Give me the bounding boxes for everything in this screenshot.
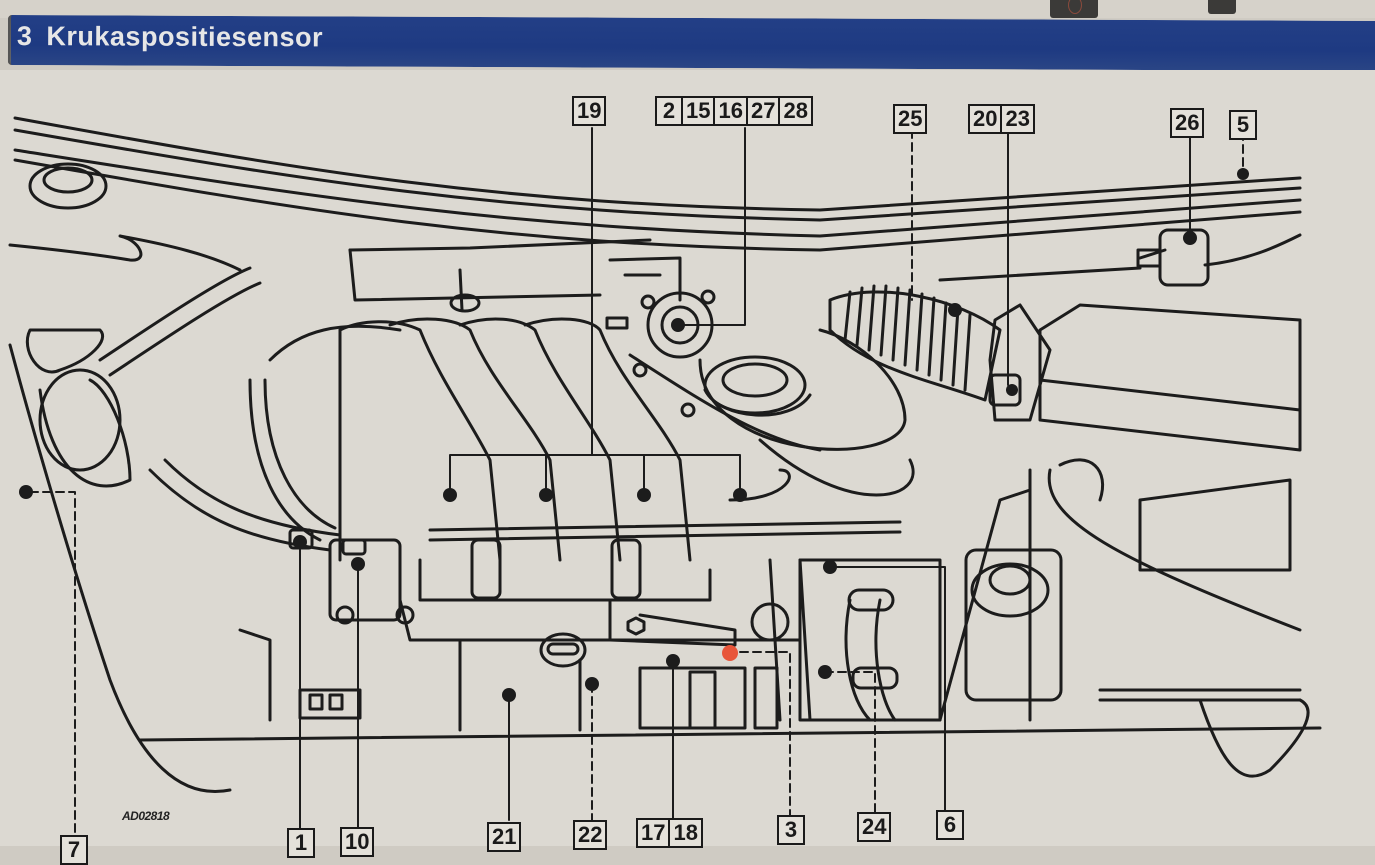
callout-26[interactable]: 26	[1170, 108, 1205, 138]
section-title: Krukaspositiesensor	[46, 21, 324, 53]
callout-21[interactable]: 21	[487, 822, 522, 852]
callout-19[interactable]: 19	[572, 96, 607, 126]
crankshaft-sensor-highlight[interactable]	[722, 645, 738, 661]
callout-6[interactable]: 6	[936, 810, 964, 840]
callout-3[interactable]: 3	[777, 815, 805, 845]
callout-20-23[interactable]: 20 23	[968, 104, 1035, 134]
callout-24[interactable]: 24	[857, 812, 892, 842]
callout-7[interactable]: 7	[60, 835, 88, 865]
callout-5[interactable]: 5	[1229, 110, 1257, 140]
section-number: 3	[16, 21, 33, 52]
callout-1[interactable]: 1	[287, 828, 315, 858]
page-title: 3 Krukaspositiesensor	[17, 21, 323, 53]
menu-icon[interactable]	[1208, 0, 1236, 14]
power-icon[interactable]	[1050, 0, 1098, 18]
engine-line-drawing	[8, 116, 1322, 836]
callout-25[interactable]: 25	[893, 104, 928, 134]
callout-2-15-16-27-28[interactable]: 2 15 16 27 28	[655, 96, 813, 126]
engine-compartment-diagram: 19 2 15 16 27 28 25 20 23 26 5 7 1 10 21…	[0, 70, 1375, 865]
figure-reference-code: AD02818	[122, 809, 170, 823]
screen-top-strip	[0, 0, 1375, 18]
callout-17-18[interactable]: 17 18	[636, 818, 703, 848]
callout-10[interactable]: 10	[340, 827, 375, 857]
section-title-bar: 3 Krukaspositiesensor	[7, 15, 1375, 71]
